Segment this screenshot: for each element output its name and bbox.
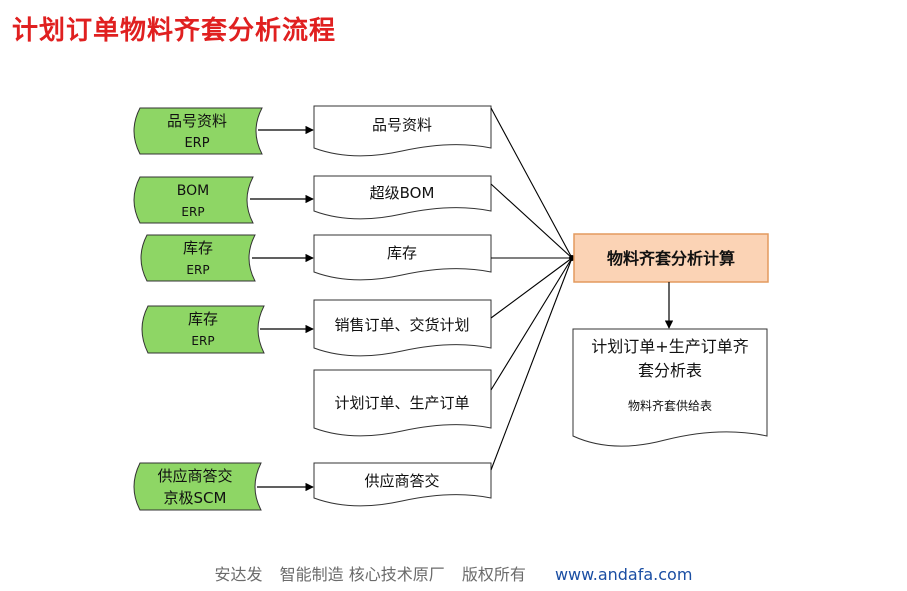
flow-diagram: 品号资料 ERP BOM ERP 库存 ERP 库存 ERP 供应商答交 京极S… <box>133 105 769 511</box>
source-erp-inventory-2: 库存 ERP <box>141 305 265 354</box>
footer-copyright: 版权所有 <box>461 565 526 584</box>
source-label: BOM <box>177 183 209 199</box>
document-item-master: 品号资料 <box>313 105 492 157</box>
source-label: 库存 <box>188 310 218 328</box>
process-box: 物料齐套分析计算 <box>573 233 769 283</box>
source-erp-bom: BOM ERP <box>133 176 254 224</box>
source-erp-item-master: 品号资料 ERP <box>133 107 263 155</box>
source-system-label: ERP <box>191 334 214 348</box>
document-inventory: 库存 <box>313 234 492 281</box>
source-system-label: ERP <box>186 263 209 277</box>
document-label: 库存 <box>387 244 417 262</box>
document-label: 供应商答交 <box>364 472 439 490</box>
source-label: 库存 <box>183 239 213 257</box>
converging-lines <box>490 107 573 471</box>
source-erp-inventory-1: 库存 ERP <box>140 234 256 282</box>
document-label: 超级BOM <box>370 184 435 202</box>
output-title-line2: 套分析表 <box>638 361 702 380</box>
source-label: 供应商答交 <box>157 467 232 485</box>
source-label: 品号资料 <box>167 112 227 130</box>
document-label: 销售订单、交货计划 <box>334 316 469 334</box>
footer-url[interactable]: www.andafa.com <box>554 565 693 584</box>
output-subtitle: 物料齐套供给表 <box>628 398 712 413</box>
source-system-label: 京极SCM <box>164 489 227 507</box>
source-system-label: ERP <box>184 136 209 151</box>
output-title-line1: 计划订单+生产订单齐 <box>591 337 748 356</box>
footer-slogan: 智能制造 核心技术原厂 <box>279 565 445 584</box>
footer: 安达发 智能制造 核心技术原厂 版权所有 www.andafa.com <box>0 561 907 585</box>
document-super-bom: 超级BOM <box>313 175 492 220</box>
source-scm-supplier-reply: 供应商答交 京极SCM <box>133 462 262 511</box>
document-label: 品号资料 <box>372 116 432 134</box>
document-label: 计划订单、生产订单 <box>334 394 469 412</box>
process-label: 物料齐套分析计算 <box>607 249 735 268</box>
footer-company: 安达发 <box>214 565 263 584</box>
document-sales-order: 销售订单、交货计划 <box>313 299 492 357</box>
document-planned-order: 计划订单、生产订单 <box>313 369 492 437</box>
document-supplier-reply: 供应商答交 <box>313 462 492 507</box>
output-document: 计划订单+生产订单齐 套分析表 物料齐套供给表 <box>572 328 768 447</box>
source-system-label: ERP <box>181 205 204 219</box>
page-title: 计划订单物料齐套分析流程 <box>12 16 337 46</box>
